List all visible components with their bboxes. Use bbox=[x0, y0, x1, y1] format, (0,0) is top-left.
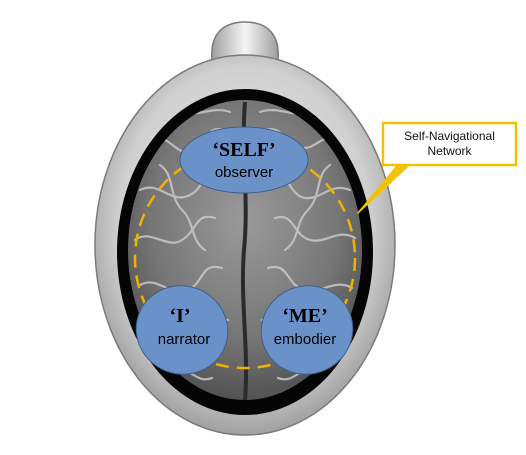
node-self-title: ‘SELF’ bbox=[212, 139, 275, 161]
network-ring bbox=[133, 146, 357, 370]
node-i: ‘I’ narrator bbox=[135, 285, 229, 375]
node-me: ‘ME’ embodier bbox=[260, 285, 354, 375]
callout-line1: Self-Navigational bbox=[404, 129, 495, 143]
node-i-subtitle: narrator bbox=[158, 331, 211, 348]
callout-line2: Network bbox=[427, 144, 472, 158]
callout-box: Self-Navigational Network bbox=[381, 121, 518, 167]
node-me-title: ‘ME’ bbox=[282, 305, 328, 327]
node-self: ‘SELF’ observer bbox=[179, 126, 309, 194]
node-i-title: ‘I’ bbox=[169, 305, 190, 327]
node-self-subtitle: observer bbox=[215, 164, 273, 181]
node-me-subtitle: embodier bbox=[274, 331, 337, 348]
